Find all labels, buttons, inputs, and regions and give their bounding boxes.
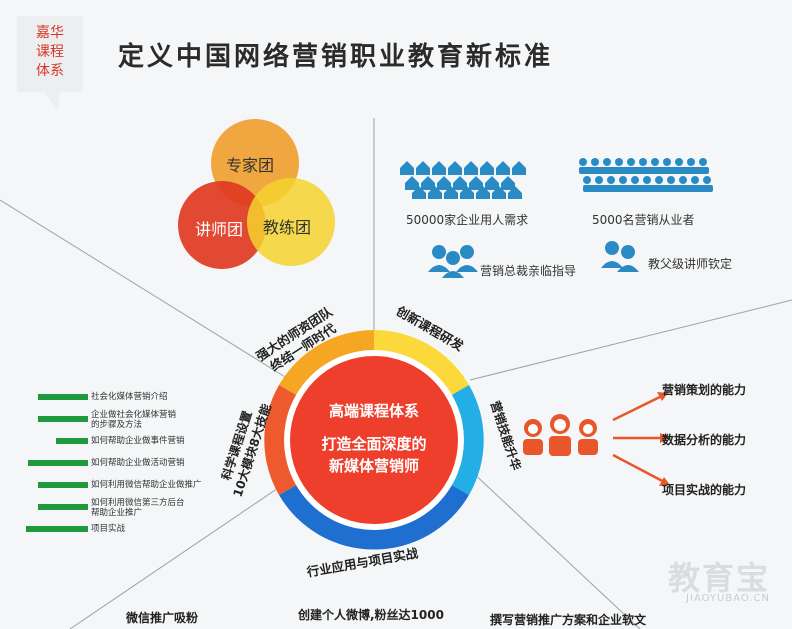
list-item: 如何帮助企业做事件营销: [22, 432, 252, 454]
list-item: 社会化媒体营销介绍: [22, 388, 252, 410]
divider-line: [469, 299, 792, 381]
ability-planning: 营销策划的能力: [662, 383, 747, 397]
team-icon: [516, 414, 608, 456]
stat-mentor: 教父级讲师钦定: [648, 257, 733, 271]
badge-tail: [44, 92, 60, 110]
list-item: 如何帮助企业做活动营销: [22, 454, 252, 476]
stat-demand: 50000家企业用人需求: [406, 213, 529, 227]
module-bar: [38, 394, 88, 400]
list-item: 如何利用微信第三方后台 帮助企业推广: [22, 498, 252, 520]
module-bar: [38, 482, 88, 488]
venn-circle-left: [178, 181, 266, 269]
list-item: 项目实战: [22, 520, 252, 542]
ability-project: 项目实战的能力: [662, 483, 747, 497]
module-bar: [26, 526, 88, 532]
modules-list: 社会化媒体营销介绍 企业做社会化媒体营销 的步骤及方法 如何帮助企业做事件营销 …: [22, 388, 252, 542]
crowd-icon: [579, 158, 713, 192]
module-bar: [38, 416, 88, 422]
list-item: 企业做社会化媒体营销 的步骤及方法: [22, 410, 252, 432]
ring-segment-orange: [279, 330, 374, 396]
arrow-line: [612, 391, 669, 422]
page-title: 定义中国网络营销职业教育新标准: [118, 42, 554, 72]
divider-line: [469, 469, 641, 629]
arrow-head: [659, 477, 670, 486]
ring-segment-yellow: [374, 330, 469, 396]
venn-label-expert: 专家团: [226, 156, 275, 175]
venn-circle-right: [247, 178, 335, 266]
watermark-logo: 教育宝: [667, 559, 770, 597]
watermark-url: JIAOYUBAO.CN: [686, 593, 770, 604]
venn-label-lecturer: 讲师团: [195, 220, 244, 239]
arrow-head: [657, 392, 668, 401]
divider-line: [69, 479, 291, 629]
arrow-line: [612, 453, 669, 486]
badge-text: 嘉华 课程 体系: [36, 25, 64, 79]
module-bar: [38, 504, 88, 510]
bottom-label-copywriting: 撰写营销推广方案和企业软文: [490, 613, 647, 627]
ring-segment-blue: [279, 484, 469, 550]
bottom-label-wechat: 微信推广吸粉: [126, 611, 199, 625]
ceo-icon: [428, 245, 478, 278]
arrow-head: [660, 433, 670, 443]
list-item: 如何利用微信帮助企业做推广: [22, 476, 252, 498]
mentor-icon: [601, 241, 639, 272]
divider-line: [0, 199, 291, 381]
module-bar: [28, 460, 88, 466]
badge-box: [17, 16, 83, 92]
center-text: 高端课程体系 打造全面深度的 新媒体营销师: [321, 402, 427, 475]
venn-label-coach: 教练团: [263, 218, 312, 237]
ability-data: 数据分析的能力: [662, 433, 747, 447]
center-circle: [290, 356, 458, 524]
stat-ceo: 营销总裁亲临指导: [480, 264, 577, 278]
bottom-label-weibo: 创建个人微博,粉丝达1000: [298, 608, 444, 622]
houses-icon: [400, 161, 526, 199]
module-bar: [56, 438, 88, 444]
stat-practitioners: 5000名营销从业者: [592, 213, 695, 227]
